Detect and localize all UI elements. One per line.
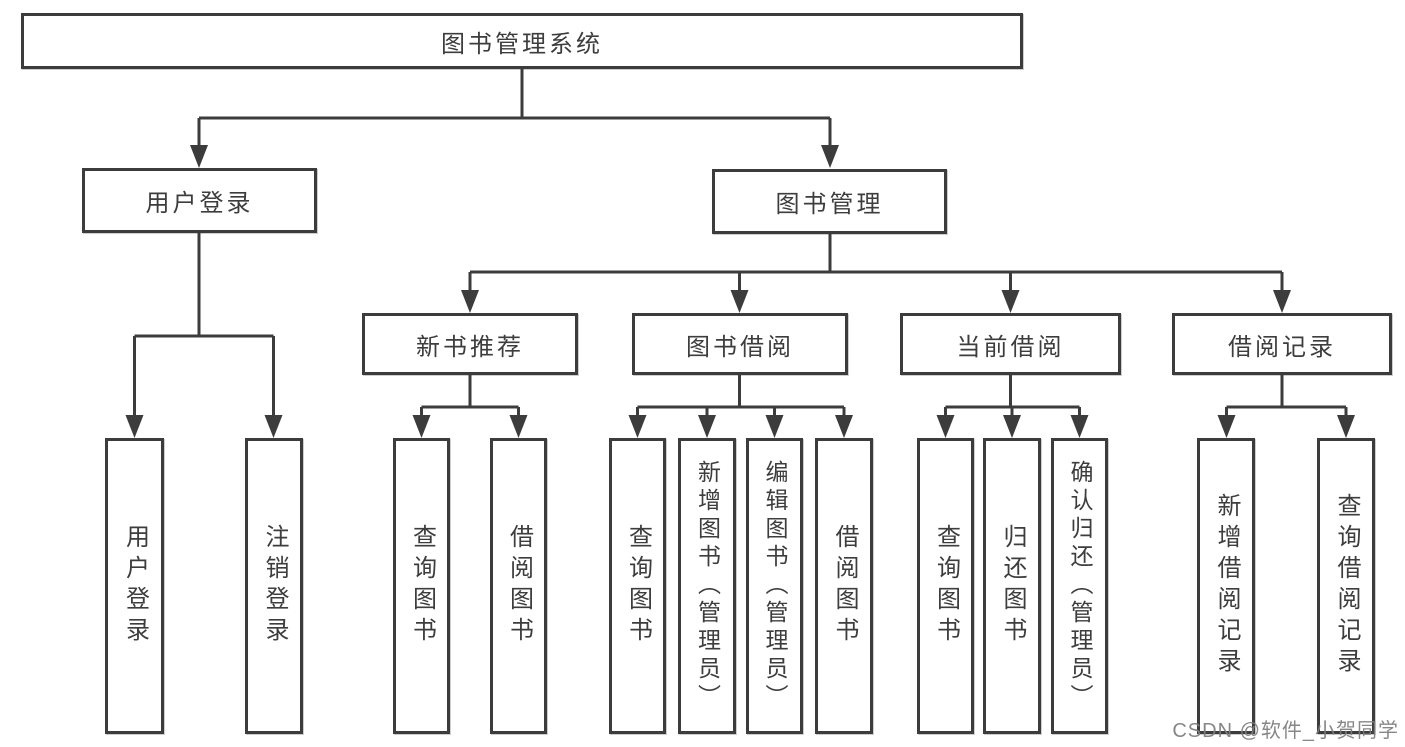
leaf-user-login-label: 用户登录	[121, 524, 149, 648]
leaf-edit-book-admin-label: 编辑图书（管理员）	[762, 460, 788, 712]
node-book-borrow-label: 图书借阅	[686, 333, 794, 361]
leaf-confirm-return-admin: 确认归还（管理员）	[1051, 438, 1108, 734]
leaf-borrow-book-1-label: 借阅图书	[505, 524, 533, 648]
node-user-login-label: 用户登录	[145, 190, 254, 217]
node-new-book-recommend-label: 新书推荐	[416, 333, 524, 361]
leaf-query-book-3: 查询图书	[917, 438, 974, 734]
node-root-label: 图书管理系统	[441, 30, 603, 58]
leaf-query-book-1: 查询图书	[393, 438, 450, 734]
leaf-add-borrow-record: 新增借阅记录	[1197, 438, 1255, 734]
leaf-borrow-book-1: 借阅图书	[490, 438, 547, 734]
leaf-add-book-admin: 新增图书（管理员）	[678, 438, 736, 734]
leaf-return-book: 归还图书	[983, 438, 1041, 734]
leaf-borrow-book-2: 借阅图书	[815, 438, 873, 734]
leaf-query-borrow-record: 查询借阅记录	[1317, 438, 1375, 734]
node-book-management-label: 图书管理	[775, 191, 884, 218]
leaf-return-book-label: 归还图书	[999, 524, 1026, 648]
csdn-watermark: CSDN @软件_小贺同学	[1172, 720, 1399, 742]
node-user-login: 用户登录	[82, 168, 317, 233]
arrowheads	[125, 145, 1355, 438]
node-root: 图书管理系统	[21, 13, 1023, 69]
leaf-query-book-3-label: 查询图书	[932, 524, 960, 648]
node-book-management: 图书管理	[712, 169, 947, 234]
leaf-edit-book-admin: 编辑图书（管理员）	[746, 438, 803, 734]
node-current-borrow-label: 当前借阅	[956, 333, 1065, 361]
node-book-borrow: 图书借阅	[632, 313, 848, 375]
node-new-book-recommend: 新书推荐	[362, 313, 578, 375]
leaf-query-book-2-label: 查询图书	[624, 524, 652, 648]
leaf-query-book-1-label: 查询图书	[408, 524, 436, 648]
leaf-user-login: 用户登录	[105, 438, 164, 734]
leaf-logout-label: 注销登录	[261, 524, 288, 648]
leaf-add-book-admin-label: 新增图书（管理员）	[694, 460, 721, 712]
leaf-borrow-book-2-label: 借阅图书	[831, 524, 858, 648]
leaf-query-book-2: 查询图书	[609, 438, 666, 734]
node-borrow-records-label: 借阅记录	[1228, 333, 1336, 361]
leaf-logout: 注销登录	[245, 438, 303, 734]
node-borrow-records: 借阅记录	[1172, 313, 1392, 375]
leaf-query-borrow-record-label: 查询借阅记录	[1333, 493, 1360, 679]
leaf-add-borrow-record-label: 新增借阅记录	[1213, 493, 1240, 679]
leaf-confirm-return-admin-label: 确认归还（管理员）	[1067, 460, 1093, 712]
node-current-borrow: 当前借阅	[900, 313, 1121, 375]
